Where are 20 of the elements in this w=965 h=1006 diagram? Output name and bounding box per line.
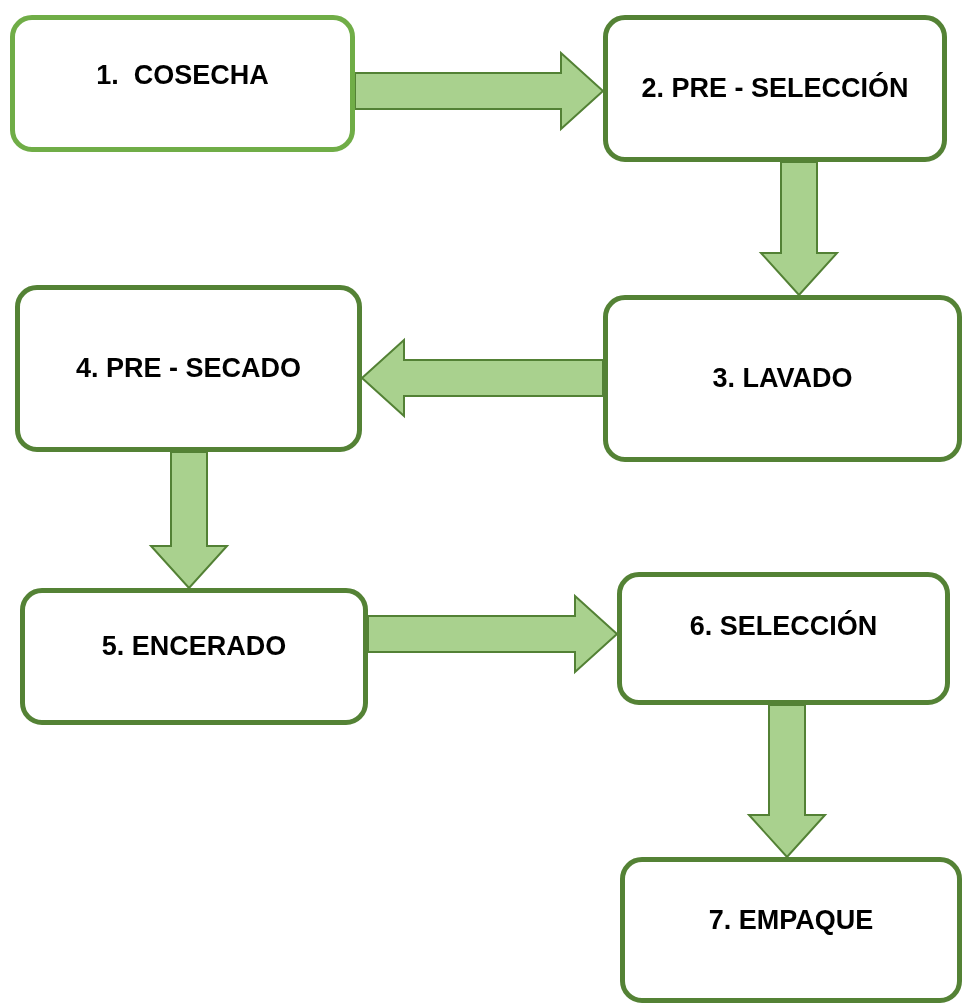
step-label: 5. ENCERADO bbox=[101, 631, 287, 662]
block-arrow bbox=[354, 50, 605, 132]
process-box bbox=[20, 588, 368, 725]
block-arrow bbox=[758, 161, 840, 297]
block-arrow bbox=[367, 593, 619, 675]
step-label: 3. LAVADO bbox=[712, 363, 853, 394]
block-arrow bbox=[148, 451, 230, 590]
step-label: 7. EMPAQUE bbox=[708, 904, 874, 936]
step-label: 4. PRE - SECADO bbox=[75, 353, 301, 384]
process-box bbox=[10, 15, 355, 152]
process-box bbox=[603, 15, 947, 162]
step-label: 6. SELECCIÓN bbox=[689, 611, 878, 642]
process-box bbox=[617, 572, 950, 705]
process-box bbox=[15, 285, 362, 452]
process-box bbox=[603, 295, 962, 462]
process-box bbox=[620, 857, 962, 1003]
step-label: 1. COSECHA bbox=[96, 60, 269, 91]
block-arrow bbox=[360, 337, 604, 419]
block-arrow bbox=[746, 704, 828, 859]
step-label: 2. PRE - SELECCIÓN bbox=[641, 73, 909, 104]
